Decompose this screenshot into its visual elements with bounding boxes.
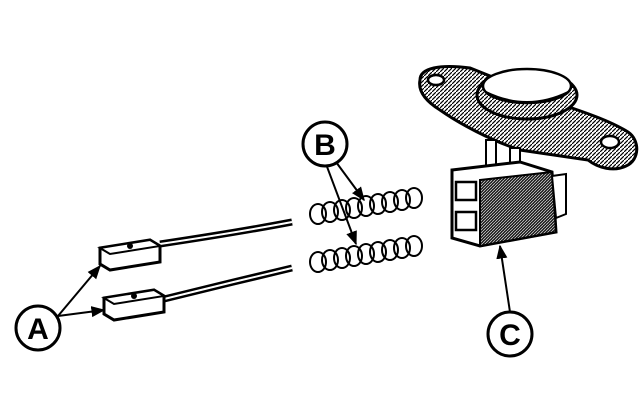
mounting-hole-right bbox=[599, 134, 621, 150]
callout-c-label: C bbox=[499, 319, 521, 352]
spring-upper bbox=[309, 187, 423, 225]
brush-lower bbox=[101, 264, 293, 322]
callout-c: C bbox=[486, 310, 534, 358]
callout-b-label: B bbox=[314, 129, 336, 162]
brush-upper bbox=[97, 218, 293, 272]
callout-b: B bbox=[301, 120, 349, 168]
housing-dome-top bbox=[481, 67, 573, 105]
spring-lower bbox=[309, 235, 423, 273]
brush-holder-assembly bbox=[418, 65, 639, 248]
leader-lines bbox=[57, 161, 511, 318]
callout-a-label: A bbox=[27, 313, 49, 346]
mounting-hole-left bbox=[426, 73, 446, 87]
brush-slot-upper bbox=[454, 180, 478, 202]
callout-a: A bbox=[14, 304, 62, 352]
brush-slot-lower bbox=[454, 210, 478, 232]
